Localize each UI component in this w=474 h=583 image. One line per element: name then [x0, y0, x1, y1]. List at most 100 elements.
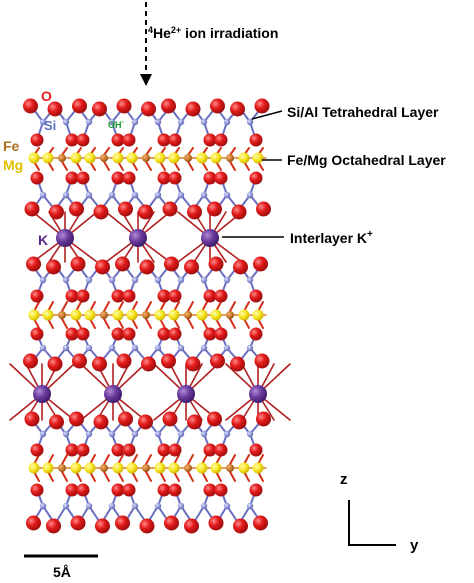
oxygen-atom: [72, 353, 87, 369]
silicon-atom: [223, 118, 231, 126]
oxygen-atom: [207, 201, 222, 217]
silicon-atom: [131, 344, 139, 352]
oxygen-atom: [231, 204, 247, 220]
silicon-atom: [223, 276, 231, 284]
oxygen-atom: [253, 515, 268, 531]
silicon-atom: [108, 118, 116, 126]
oxygen-atom: [214, 327, 228, 341]
iron-atom: [184, 464, 192, 472]
silicon-atom: [39, 276, 47, 284]
tetrahedral-pointer: [251, 110, 283, 120]
oxygen-atom: [70, 515, 86, 531]
magnesium-atom: [252, 462, 264, 474]
iron-atom: [226, 154, 234, 162]
silicon-atom: [39, 502, 47, 510]
oxygen-atom: [249, 327, 263, 341]
oxygen-atom: [111, 443, 125, 457]
oxygen-atom: [230, 356, 245, 372]
octahedral-layer-label: Fe/Mg Octahedral Layer: [287, 152, 446, 168]
title-isotope: 4: [148, 25, 153, 35]
magnesium-atom: [42, 309, 54, 321]
magnesium-atom: [84, 462, 96, 474]
oxygen-atom: [207, 411, 222, 427]
magnesium-atom: [168, 462, 180, 474]
silicon-atom: [131, 191, 139, 199]
magnesium-atom: [196, 309, 208, 321]
silicon-atom: [177, 276, 185, 284]
tetrahedral-layer-label: Si/Al Tetrahedral Layer: [287, 104, 439, 120]
silicon-atom: [177, 344, 185, 352]
oxygen-atom: [72, 98, 87, 114]
oxygen-atom: [141, 101, 156, 117]
silicon-atom: [62, 118, 70, 126]
silicon-atom: [108, 191, 116, 199]
oxygen-atom: [254, 98, 270, 114]
iron-label: Fe: [3, 138, 20, 154]
oxygen-atom: [231, 414, 247, 430]
silicon-atom: [131, 118, 139, 126]
magnesium-atom: [238, 309, 250, 321]
interlayer-charge: +: [367, 229, 373, 240]
silicon-atom: [246, 276, 254, 284]
oxygen-atom: [76, 443, 90, 457]
oxygen-atom: [230, 101, 245, 117]
hydroxyl-base: OH: [108, 120, 122, 130]
title-rest: ion irradiation: [181, 25, 278, 41]
magnesium-atom: [84, 152, 96, 164]
iron-atom: [226, 311, 234, 319]
silicon-atom: [154, 276, 162, 284]
silicon-atom: [154, 118, 162, 126]
axes-indicator: [348, 500, 396, 546]
oxygen-atom: [69, 411, 84, 427]
oxygen-atom: [70, 256, 86, 272]
oxygen-atom: [47, 356, 63, 372]
silicon-atom: [39, 191, 47, 199]
oxygen-atom: [65, 483, 79, 497]
silicon-atom: [154, 430, 162, 438]
oxygen-atom: [249, 443, 263, 457]
oxygen-atom: [111, 289, 125, 303]
silicon-atom: [154, 344, 162, 352]
oxygen-atom: [30, 289, 44, 303]
oxygen-atom: [214, 171, 228, 185]
oxygen-atom: [139, 259, 155, 275]
silicon-atom: [85, 344, 93, 352]
magnesium-atom: [112, 152, 124, 164]
silicon-atom: [108, 276, 116, 284]
oxygen-atom: [116, 353, 132, 369]
magnesium-atom: [28, 309, 40, 321]
oxygen-atom: [162, 201, 178, 217]
oxygen-atom: [92, 101, 107, 117]
oxygen-atom: [233, 259, 248, 275]
iron-atom: [142, 311, 150, 319]
silicon-atom: [177, 118, 185, 126]
oxygen-atom: [65, 327, 79, 341]
iron-atom: [58, 154, 66, 162]
oxygen-atom: [122, 443, 136, 457]
magnesium-label: Mg: [3, 157, 23, 173]
oxygen-atom: [203, 443, 217, 457]
magnesium-atom: [84, 309, 96, 321]
iron-atom: [142, 154, 150, 162]
oxygen-atom: [65, 171, 79, 185]
potassium-atom: [104, 385, 122, 403]
silicon-atom: [108, 430, 116, 438]
oxygen-atom: [76, 289, 90, 303]
oxygen-atom: [214, 483, 228, 497]
oxygen-atom: [26, 515, 41, 531]
oxygen-atom: [139, 518, 155, 534]
oxygen-atom: [69, 201, 84, 217]
oxygen-atom: [65, 289, 79, 303]
silicon-atom: [246, 344, 254, 352]
silicon-atom: [200, 276, 208, 284]
oxygen-atom: [118, 201, 133, 217]
silicon-atom: [39, 118, 47, 126]
oxygen-atom: [253, 256, 268, 272]
oxygen-atom: [210, 98, 225, 114]
magnesium-atom: [210, 462, 222, 474]
oxygen-atom: [26, 256, 41, 272]
magnesium-atom: [42, 152, 54, 164]
oxygen-atom: [76, 171, 90, 185]
oxygen-atom: [30, 133, 44, 147]
